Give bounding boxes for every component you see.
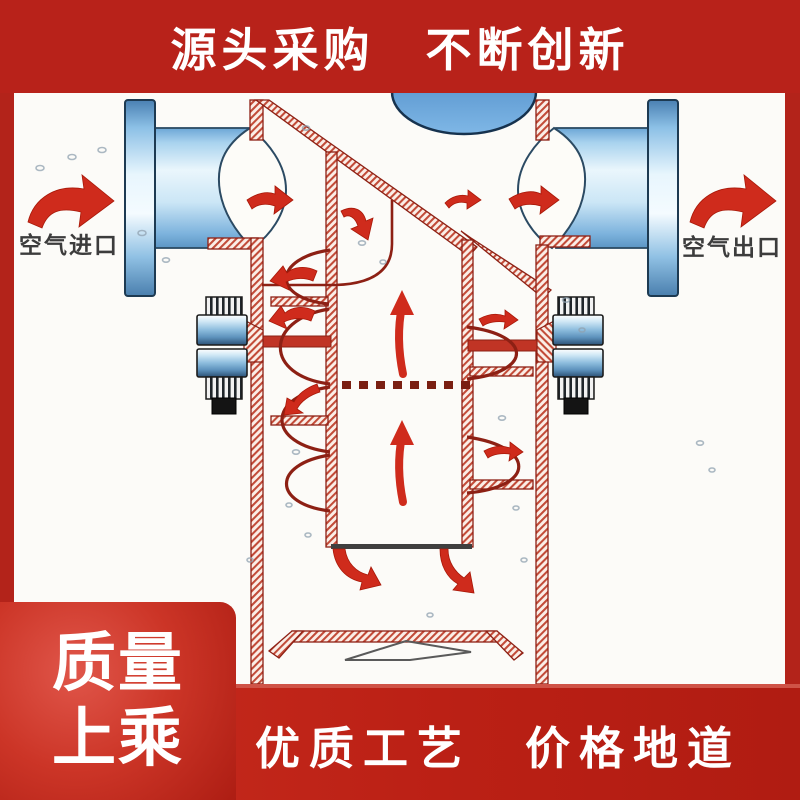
dotted-level-line	[342, 381, 470, 389]
swirl-arrow-icon	[444, 189, 482, 210]
swirl-arrow-icon	[246, 185, 294, 215]
quality-badge: 质量 上乘	[0, 602, 236, 800]
quality-badge-line2: 上乘	[52, 702, 184, 774]
air-inlet-arrow-icon	[27, 174, 115, 229]
inlet-flange	[124, 99, 156, 297]
quality-badge-line1: 质量	[52, 627, 184, 699]
upflow-arrow-icon	[395, 432, 407, 506]
swirl-arrow-icon	[478, 309, 519, 330]
bottom-banner: 优质工艺 价格地道	[0, 684, 800, 800]
swirl-arrow-icon	[268, 305, 316, 330]
swirl-arrow-icon	[269, 265, 318, 291]
swirl-arrow-icon	[283, 383, 321, 416]
upflow-arrowhead	[390, 290, 414, 315]
swirl-arrow-icon	[332, 548, 382, 591]
swirl-arrow-icon	[483, 441, 524, 462]
upflow-arrows	[390, 290, 414, 506]
top-banner-slogan: 源头采购 不断创新	[170, 23, 630, 76]
outlet-neck	[516, 126, 587, 250]
air-outlet-arrow-icon	[689, 174, 777, 229]
upflow-arrowhead	[390, 420, 414, 445]
air-outlet-label: 空气出口	[682, 234, 782, 260]
bottom-banner-slogan: 优质工艺 价格地道	[254, 722, 741, 774]
drain-plate	[344, 639, 472, 661]
outlet-flange	[647, 99, 679, 297]
swirl-arrow-icon	[439, 548, 475, 594]
air-inlet-label: 空气进口	[19, 232, 119, 258]
inner-tube-bottom	[331, 544, 472, 549]
dirt-speckles	[35, 125, 716, 618]
swirl-arrow-icon	[340, 207, 374, 241]
vessel-walls	[207, 99, 591, 685]
upflow-arrow-icon	[395, 302, 407, 378]
flow-arrows	[27, 174, 777, 594]
swirl-arrow-icon	[508, 185, 560, 215]
right-edge-strip	[785, 93, 800, 688]
top-banner: 源头采购 不断创新	[0, 0, 800, 93]
left-edge-strip	[0, 93, 14, 613]
